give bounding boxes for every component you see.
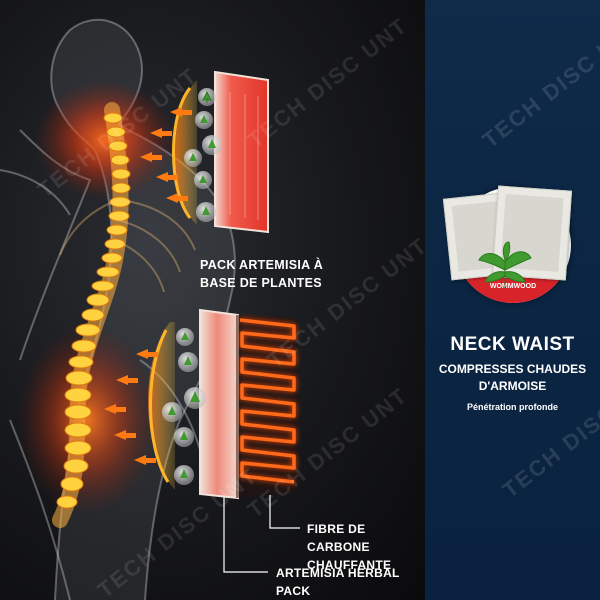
leaf-icon bbox=[184, 149, 202, 167]
top-leaf-bubbles bbox=[184, 88, 222, 222]
leaf-icon bbox=[178, 352, 198, 372]
leaf-icon bbox=[478, 241, 532, 288]
carbon-fiber-label: FIBRE DE CARBONE CHAUFFANTE bbox=[307, 522, 392, 572]
top-heat-arrows bbox=[140, 107, 192, 203]
heat-arrow-icon bbox=[156, 172, 178, 182]
product-subtitle-line: COMPRESSES CHAUDES bbox=[438, 362, 587, 376]
leaf-icon bbox=[194, 171, 212, 189]
heat-arrow-icon bbox=[136, 349, 158, 359]
top-pack-label: PACK ARTEMISIA À BASE DE PLANTES bbox=[200, 256, 323, 292]
badge-text-line: WOMMWOOD bbox=[489, 283, 537, 290]
product-title: NECK WAIST bbox=[450, 334, 575, 355]
heat-arrow-icon bbox=[166, 193, 188, 203]
heat-arrow-icon bbox=[104, 404, 126, 414]
bottom-leaf-bubbles bbox=[162, 328, 206, 485]
product-panel: TECH DISC UNT TECH DISC UNT BRIOCHE DE W… bbox=[425, 0, 600, 600]
bottom-heat-arrows bbox=[104, 349, 158, 465]
herbal-pack-label: ARTEMISIA HERBAL PACK bbox=[276, 566, 400, 598]
neck-heat-glow bbox=[35, 80, 175, 200]
heat-arrow-icon bbox=[150, 128, 172, 138]
back-heat-glow bbox=[18, 325, 158, 515]
heat-arrow-icon bbox=[134, 455, 156, 465]
watermark: TECH DISC UNT bbox=[477, 12, 600, 153]
leaf-icon bbox=[184, 387, 206, 409]
heat-arrow-icon bbox=[140, 152, 162, 162]
illustration-panel: TECH DISC UNT TECH DISC UNT TECH DISC UN… bbox=[0, 0, 425, 600]
product-subtitle: COMPRESSES CHAUDES D'ARMOISE bbox=[425, 361, 600, 395]
leaf-icon bbox=[176, 328, 194, 346]
leaf-icon bbox=[198, 88, 216, 106]
heating-coil bbox=[239, 318, 296, 484]
callout-lines bbox=[223, 495, 300, 573]
leaf-icon bbox=[202, 135, 222, 155]
bottom-herbal-pack bbox=[148, 308, 298, 500]
top-pack-label-line: BASE DE PLANTES bbox=[200, 276, 322, 290]
spine bbox=[52, 102, 196, 528]
leaf-icon bbox=[174, 427, 194, 447]
heat-arrow-icon bbox=[170, 107, 192, 117]
top-pack-label-line: PACK ARTEMISIA À bbox=[200, 258, 324, 272]
heat-arrow-icon bbox=[116, 375, 138, 385]
product-tagline: Pénétration profonde bbox=[466, 402, 558, 412]
leaf-icon bbox=[196, 202, 216, 222]
leaf-icon bbox=[195, 111, 213, 129]
heat-arrow-icon bbox=[114, 430, 136, 440]
leaf-icon bbox=[174, 465, 194, 485]
body-illustration bbox=[0, 18, 300, 600]
product-subtitle-line: D'ARMOISE bbox=[478, 379, 547, 393]
leaf-icon bbox=[162, 402, 182, 422]
